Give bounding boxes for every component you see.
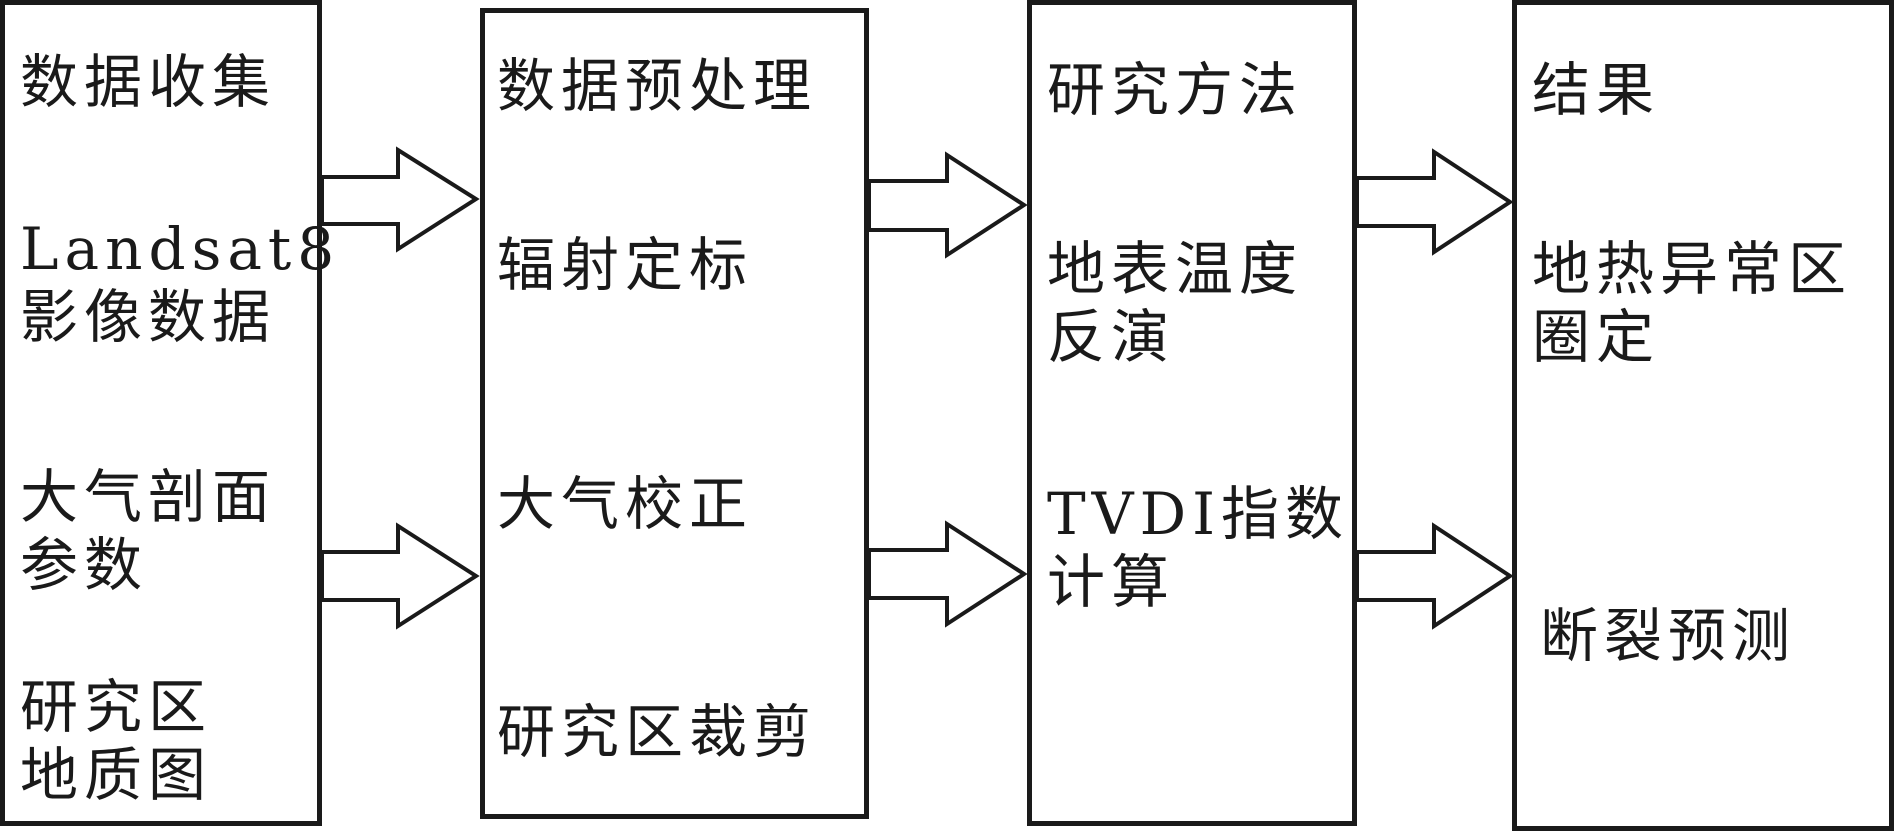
box-methods bbox=[1027, 0, 1357, 826]
item-study-area-clipping: 研究区裁剪 bbox=[497, 698, 818, 766]
box-results bbox=[1512, 0, 1894, 831]
column-title-methods: 研究方法 bbox=[1047, 56, 1304, 124]
item-landsat8-imagery: Landsat8 影像数据 bbox=[20, 215, 341, 351]
item-geology-map: 研究区 地质图 bbox=[20, 673, 213, 809]
box-data-collection bbox=[0, 0, 322, 826]
arrow-collection-to-preprocessing-upper bbox=[320, 146, 480, 253]
item-lst-retrieval: 地表温度 反演 bbox=[1047, 235, 1304, 371]
arrow-collection-to-preprocessing-lower bbox=[320, 522, 480, 630]
item-atmospheric-correction: 大气校正 bbox=[497, 470, 754, 538]
column-title-data-collection: 数据收集 bbox=[20, 48, 277, 116]
arrow-methods-to-results-lower bbox=[1355, 522, 1514, 630]
item-atmospheric-profile: 大气剖面 参数 bbox=[20, 463, 277, 599]
item-radiometric-calibration: 辐射定标 bbox=[497, 231, 754, 299]
arrow-preprocessing-to-methods-lower bbox=[867, 520, 1028, 628]
box-preprocessing bbox=[480, 8, 869, 819]
column-title-results: 结果 bbox=[1532, 56, 1661, 124]
arrow-methods-to-results-upper bbox=[1355, 148, 1514, 256]
column-title-preprocessing: 数据预处理 bbox=[497, 52, 818, 120]
arrow-preprocessing-to-methods-upper bbox=[867, 151, 1028, 259]
item-fault-prediction: 断裂预测 bbox=[1540, 602, 1797, 670]
item-geothermal-anomaly: 地热异常区 圈定 bbox=[1532, 235, 1853, 371]
item-tvdi-calculation: TVDI指数 计算 bbox=[1047, 480, 1349, 616]
